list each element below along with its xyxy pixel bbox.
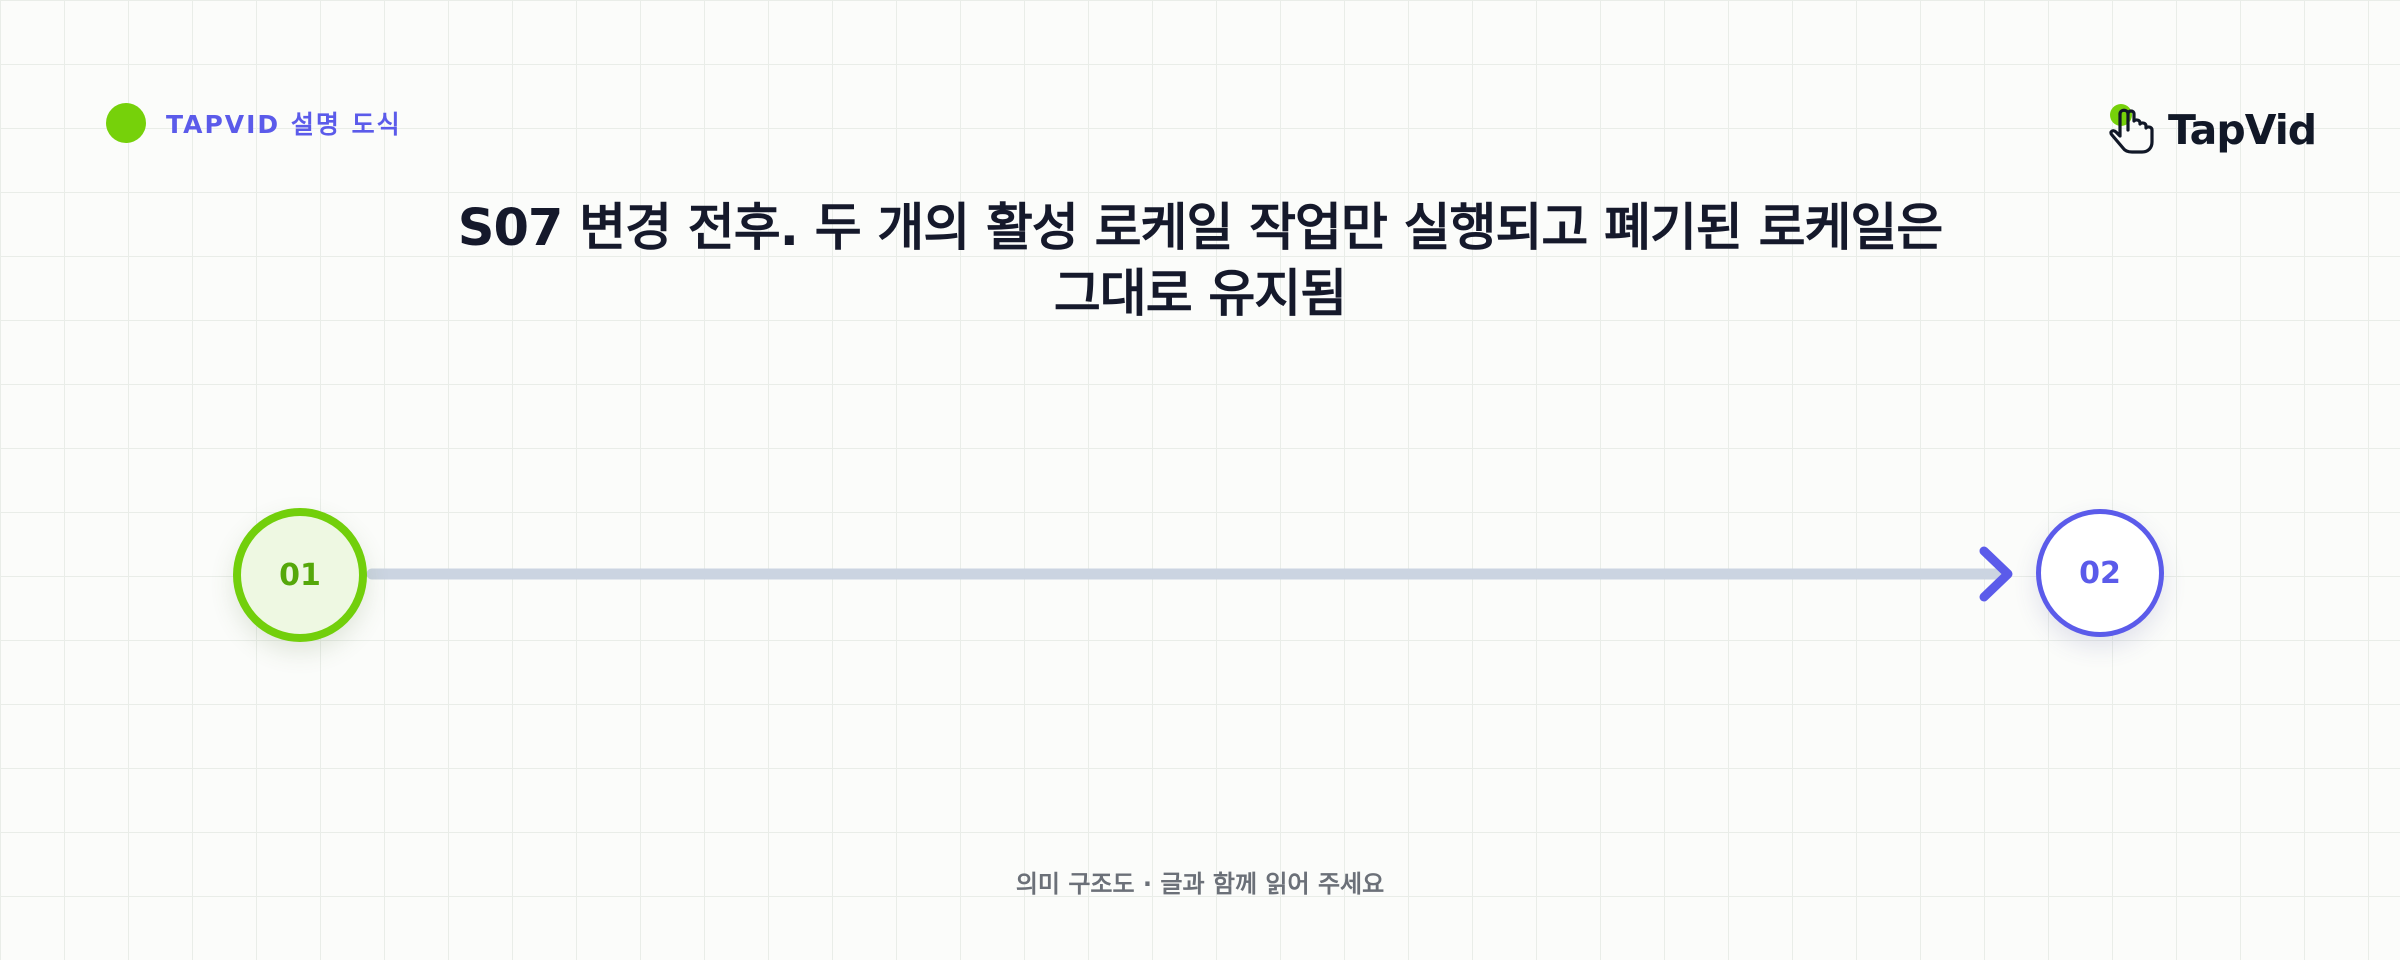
step-01-label: 01 [279, 557, 321, 593]
step-02-label: 02 [2079, 555, 2121, 591]
step-02-node: 02 [2036, 509, 2164, 637]
footer-caption: 의미 구조도 · 글과 함께 읽어 주세요 [1015, 870, 1385, 898]
brand-tag: TAPVID 설명 도식 [106, 103, 402, 143]
tap-hand-icon [2109, 104, 2154, 154]
tapvid-logo: TapVid [2106, 100, 2317, 160]
diagram-title: S07 변경 전후. 두 개의 활성 로케일 작업만 실행되고 폐기된 로케일은… [457, 199, 1944, 324]
step-01-node: 01 [233, 508, 367, 642]
brand-tag-label: TAPVID 설명 도식 [166, 110, 402, 139]
arrow-head-icon [1979, 546, 2013, 602]
logo-wordmark: TapVid [2168, 106, 2317, 154]
brand-dot-icon [106, 103, 146, 143]
